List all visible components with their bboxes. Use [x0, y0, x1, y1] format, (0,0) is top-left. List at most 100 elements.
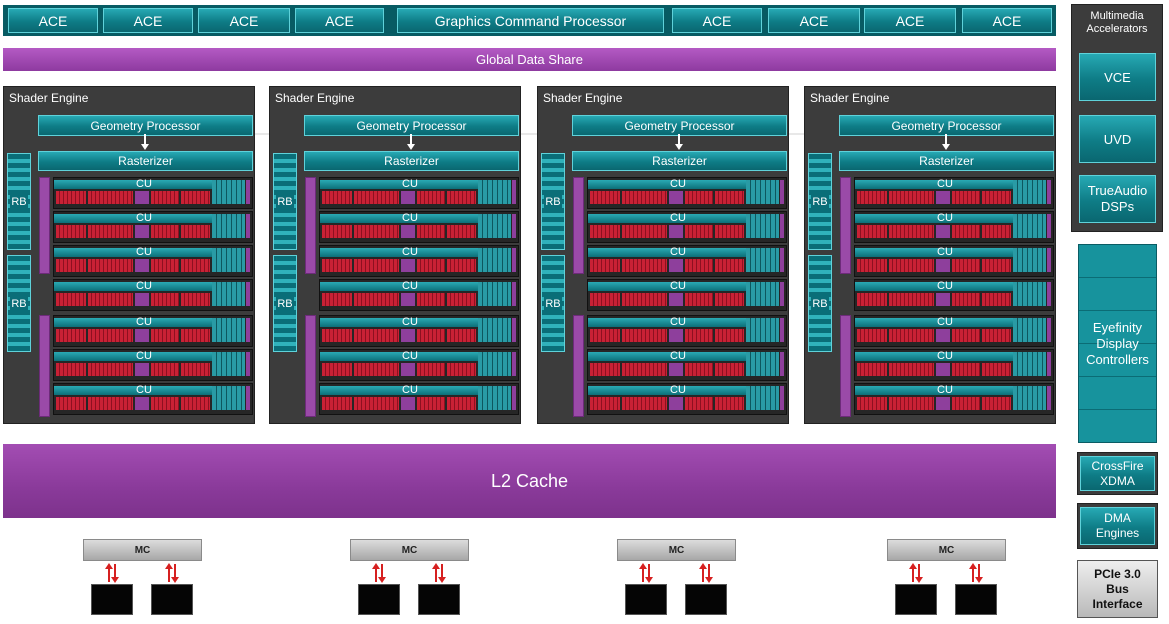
simd-block: [322, 363, 352, 376]
simd-block: [88, 293, 133, 306]
l1-cache: [780, 318, 784, 342]
simd-block: [622, 363, 667, 376]
lds-block: [135, 225, 149, 238]
simd-block: [982, 329, 1011, 342]
simd-block: [417, 225, 445, 238]
rb-label: RB: [544, 194, 562, 209]
simd-block: [952, 329, 980, 342]
cu-label: CU: [136, 350, 152, 362]
bidirectional-arrow-icon: [909, 563, 923, 583]
compute-unit: CU: [319, 177, 519, 209]
simd-block: [982, 191, 1011, 204]
shader-engine-title: Shader Engine: [810, 91, 890, 105]
simd-block: [889, 363, 934, 376]
arrow-down-icon: [144, 134, 146, 146]
simd-block: [88, 191, 133, 204]
l1-cache: [1047, 282, 1051, 306]
cu-label: CU: [402, 316, 418, 328]
ace-block: ACE: [962, 8, 1052, 33]
simd-block: [56, 329, 86, 342]
simd-block: [354, 191, 399, 204]
simd-block: [151, 397, 179, 410]
shader-engine-title: Shader Engine: [275, 91, 355, 105]
cu-label: CU: [136, 316, 152, 328]
simd-block: [889, 293, 934, 306]
l1-cache: [246, 386, 250, 410]
simd-block: [857, 397, 887, 410]
l1-cache: [1047, 318, 1051, 342]
bidirectional-arrow-icon: [432, 563, 446, 583]
simd-block: [151, 225, 179, 238]
simd-block: [982, 397, 1011, 410]
memory-controller: MC: [83, 539, 202, 561]
simd-block: [417, 293, 445, 306]
lds-block: [401, 225, 415, 238]
pcie-label: PCIe 3.0 Bus Interface: [1092, 566, 1143, 611]
shader-engine-title: Shader Engine: [9, 91, 89, 105]
simd-block: [590, 397, 620, 410]
simd-block: [685, 191, 713, 204]
cu-label: CU: [136, 280, 152, 292]
l1-cache: [512, 386, 516, 410]
compute-unit: CU: [53, 177, 253, 209]
cu-scheduler-band: [588, 282, 746, 291]
compute-unit: CU: [587, 177, 787, 209]
texture-unit-grid: [1013, 214, 1046, 238]
lds-block: [135, 397, 149, 410]
texture-unit-grid: [746, 214, 779, 238]
lds-block: [669, 329, 683, 342]
eyefinity-display-controllers: Eyefinity Display Controllers: [1078, 244, 1157, 443]
compute-unit: CU: [587, 383, 787, 415]
compute-unit: CU: [53, 211, 253, 243]
simd-block: [590, 225, 620, 238]
simd-block: [56, 191, 86, 204]
rasterizer: Rasterizer: [572, 151, 787, 171]
cu-scheduler-band: [54, 180, 212, 189]
compute-unit: CU: [854, 279, 1054, 311]
cu-label: CU: [937, 316, 953, 328]
local-cache-bar: [573, 315, 584, 417]
simd-block: [181, 259, 210, 272]
eyefinity-label: Eyefinity Display Controllers: [1086, 319, 1149, 367]
render-backend: RB: [808, 153, 832, 250]
crossfire-xdma-block: CrossFire XDMA: [1080, 456, 1155, 491]
simd-block: [982, 259, 1011, 272]
cu-label: CU: [937, 384, 953, 396]
arrow-down-icon: [410, 134, 412, 146]
compute-unit: CU: [587, 279, 787, 311]
texture-unit-grid: [1013, 386, 1046, 410]
simd-block: [354, 225, 399, 238]
simd-block: [56, 259, 86, 272]
texture-unit-grid: [746, 386, 779, 410]
arrow-down-icon: [678, 134, 680, 146]
lds-block: [936, 259, 950, 272]
l1-cache: [780, 248, 784, 272]
l1-cache: [512, 214, 516, 238]
geometry-processor: Geometry Processor: [304, 115, 519, 136]
compute-unit: CU: [53, 349, 253, 381]
texture-unit-grid: [746, 180, 779, 204]
cu-scheduler-band: [54, 282, 212, 291]
cu-label: CU: [136, 246, 152, 258]
cu-scheduler-band: [855, 180, 1013, 189]
l2-cache: L2 Cache: [3, 444, 1056, 518]
cu-label: CU: [937, 246, 953, 258]
simd-block: [622, 329, 667, 342]
memory-chip: [418, 584, 460, 615]
lds-block: [135, 363, 149, 376]
lds-block: [135, 293, 149, 306]
simd-block: [857, 225, 887, 238]
memory-chip: [625, 584, 667, 615]
dma-engines-block: DMA Engines: [1080, 507, 1155, 545]
simd-block: [322, 259, 352, 272]
simd-block: [982, 363, 1011, 376]
shader-engine-title: Shader Engine: [543, 91, 623, 105]
cu-scheduler-band: [855, 352, 1013, 361]
compute-unit: CU: [319, 383, 519, 415]
pcie-bus-interface: PCIe 3.0 Bus Interface: [1077, 560, 1158, 618]
simd-block: [952, 191, 980, 204]
simd-block: [417, 363, 445, 376]
simd-block: [181, 329, 210, 342]
texture-unit-grid: [212, 248, 245, 272]
l1-cache: [780, 352, 784, 376]
